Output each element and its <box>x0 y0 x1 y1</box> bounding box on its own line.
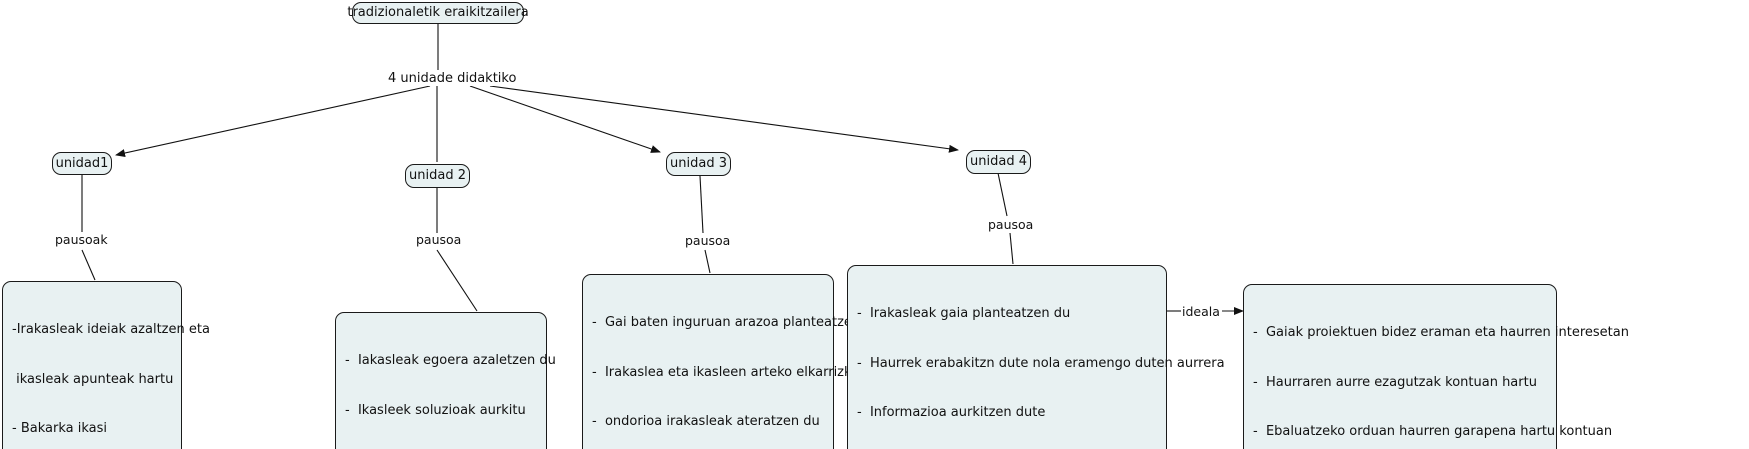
link-label-pausoak-text: pausoak <box>55 232 108 247</box>
node-root[interactable]: tradizionaletik eraikitzailera <box>347 2 529 24</box>
node-unidad4[interactable]: unidad 4 <box>966 150 1031 174</box>
edge-unidad3-to-pausoa <box>699 175 704 234</box>
link-label-pausoak: pausoak <box>55 233 108 247</box>
box-line: - Gaiak proiektuen bidez eraman eta haur… <box>1253 325 1629 340</box>
box-line: - Iakasleak egoera azaletzen du <box>345 353 556 368</box>
link-label-ideala-text: ideala <box>1182 304 1220 319</box>
box-line: - Irakasleak gaia planteatzen du <box>857 306 1071 321</box>
box-line: ikasleak apunteak hartu <box>12 371 174 387</box>
link-label-pausoa-2: pausoa <box>416 233 461 247</box>
box-unidad4-steps[interactable]: - Irakasleak gaia planteatzen du - Haurr… <box>847 265 1225 449</box>
box-line: - Ebaluatzeko orduan haurren garapena ha… <box>1253 424 1613 439</box>
edge-unidad4-to-pausoa <box>997 172 1008 217</box>
box-line: - Gai baten inguruan arazoa planteatzen … <box>592 315 881 330</box>
box-line: - Bakarka ikasi <box>12 421 107 436</box>
link-label-pausoa-3: pausoa <box>685 234 730 248</box>
node-unidad1-label: unidad1 <box>55 155 109 171</box>
node-unidad2-label: unidad 2 <box>409 168 466 183</box>
edge-level2-to-unidad1 <box>115 85 431 157</box>
edge-pausoa2-to-box2 <box>436 249 478 312</box>
box-line: - Informazioa aurkitzen dute <box>857 405 1046 420</box>
node-unidad3[interactable]: unidad 3 <box>666 152 731 176</box>
node-level2-label: 4 unidade didaktiko <box>388 71 517 86</box>
box-line: - Ikasleek soluzioak aurkitu <box>345 402 526 418</box>
link-label-pausoa-2-text: pausoa <box>416 232 462 247</box>
box-unidad2-steps[interactable]: - Iakasleak egoera azaletzen du - Ikasle… <box>335 312 556 449</box>
node-root-label: tradizionaletik eraikitzailera <box>347 5 529 20</box>
link-label-ideala: ideala <box>1182 305 1220 319</box>
node-unidad3-label: unidad 3 <box>670 156 727 171</box>
edge-pausoak-to-box1 <box>81 249 96 281</box>
node-unidad1[interactable]: unidad1 <box>52 152 112 175</box>
box-ideala[interactable]: - Gaiak proiektuen bidez eraman eta haur… <box>1243 284 1629 449</box>
edge-level2-to-unidad4 <box>489 85 959 153</box>
box-line: - Haurraren aurre ezagutzak kontuan hart… <box>1253 374 1537 390</box>
node-unidad4-label: unidad 4 <box>970 154 1027 169</box>
link-label-pausoa-3-text: pausoa <box>685 233 731 248</box>
box-line: - Irakaslea eta ikasleen arteko elkarriz… <box>592 364 873 380</box>
box-line: - ondorioa irakasleak ateratzen du <box>592 414 820 429</box>
box-line: -Irakasleak ideiak azaltzen eta <box>12 322 210 337</box>
edge-level2-to-unidad3 <box>469 85 661 153</box>
edge-pausoa4-to-box4 <box>1009 232 1014 265</box>
box-unidad1-steps[interactable]: -Irakasleak ideiak azaltzen eta ikasleak… <box>2 281 210 449</box>
edge-pausoa3-to-box3 <box>704 249 711 274</box>
box-line: - Haurrek erabakitzn dute nola eramengo … <box>857 355 1225 371</box>
link-label-pausoa-4: pausoa <box>988 218 1033 232</box>
link-label-pausoa-4-text: pausoa <box>988 217 1034 232</box>
node-unidad2[interactable]: unidad 2 <box>405 164 470 188</box>
box-unidad3-steps[interactable]: - Gai baten inguruan arazoa planteatzen … <box>582 274 881 449</box>
node-level2[interactable]: 4 unidade didaktiko <box>386 71 519 86</box>
